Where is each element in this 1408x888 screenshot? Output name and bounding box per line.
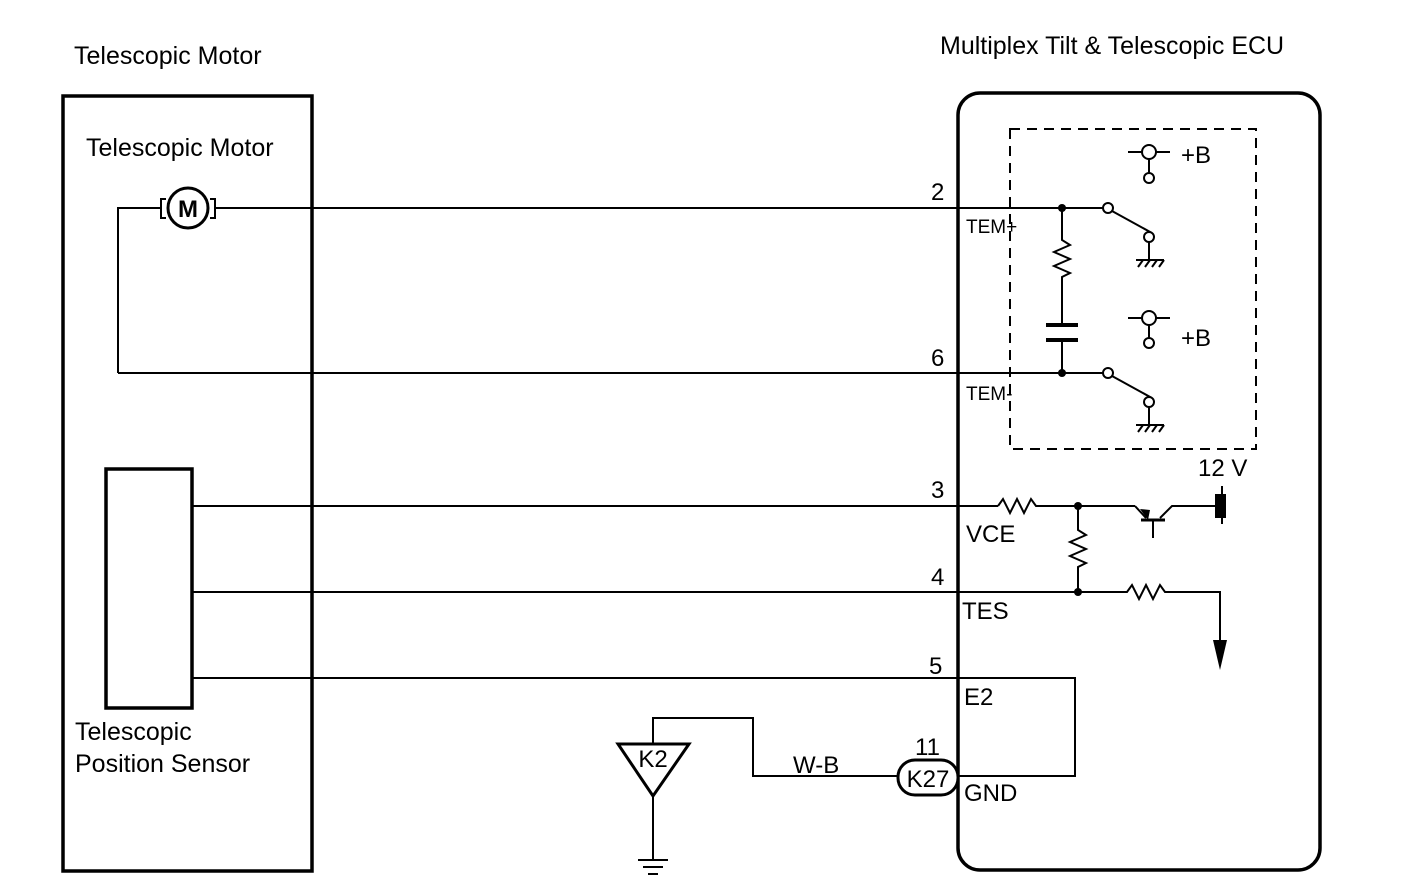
supply-label-2: +B [1181, 325, 1211, 352]
terminal-e2: E2 [964, 684, 993, 711]
motor-label: Telescopic Motor [86, 134, 274, 162]
terminal-gnd: GND [964, 780, 1017, 807]
terminal-tem-plus: TEM+ [966, 217, 1017, 238]
chassis-ground-icon [638, 859, 668, 875]
terminal-tem-minus: TEM- [966, 384, 1012, 405]
pin-number-6: 6 [931, 345, 944, 372]
position-sensor-body [104, 467, 194, 710]
pin-number-4: 4 [931, 564, 944, 591]
sensor-label-line2: Position Sensor [75, 750, 250, 778]
pin-number-11: 11 [915, 734, 940, 761]
supply-label-1: +B [1181, 142, 1211, 169]
motor-driver-circuit [1046, 144, 1170, 433]
pin-number-3: 3 [931, 477, 944, 504]
terminal-tes: TES [962, 598, 1009, 625]
connector-label-k27: K27 [907, 766, 950, 793]
sensor-label-line1: Telescopic [75, 718, 192, 746]
ground-point-k2: K2 [615, 742, 692, 860]
voltage-label: 12 V [1198, 455, 1247, 482]
ground-connector-k27: K27 [896, 758, 960, 797]
left-component-title: Telescopic Motor [74, 42, 262, 70]
driver-circuit-dashed-box [1009, 128, 1257, 450]
telescopic-motor-assembly-box [61, 94, 314, 873]
wire-e2-gnd-bridge [192, 677, 1076, 777]
pin-number-2: 2 [931, 179, 944, 206]
motor-return-wire [117, 207, 161, 373]
pin-number-5: 5 [929, 653, 942, 680]
motor-symbol-letter: M [178, 196, 198, 223]
terminal-vce: VCE [966, 521, 1015, 548]
wire-color-label: W-B [793, 752, 839, 779]
ground-point-label-k2: K2 [638, 746, 667, 773]
motor-icon: M [160, 186, 216, 230]
ecu-box [956, 91, 1322, 872]
ecu-title: Multiplex Tilt & Telescopic ECU [940, 32, 1284, 60]
sensor-interface-circuit [997, 486, 1227, 670]
ground-wire [652, 717, 898, 777]
